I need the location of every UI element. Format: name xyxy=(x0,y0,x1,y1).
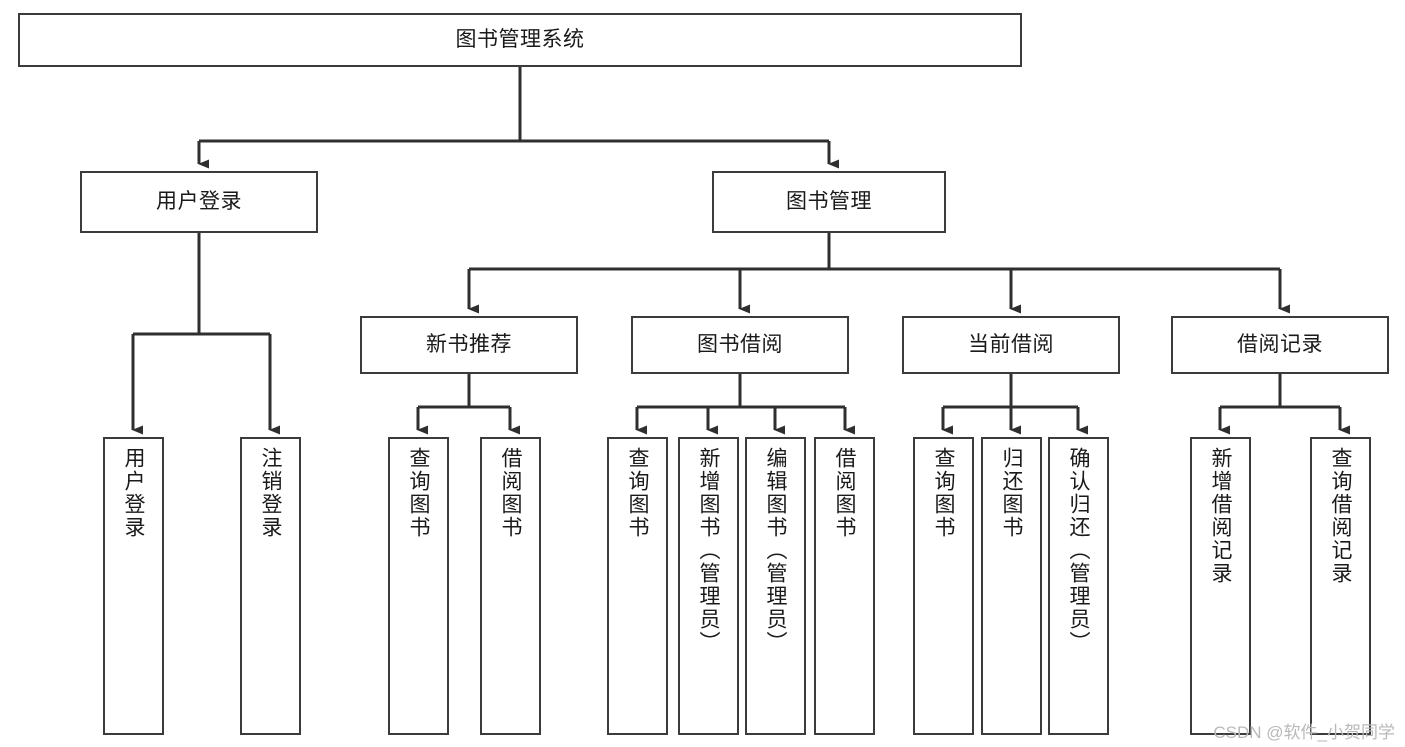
node-leaf-query-book-3-label: 查询图书 xyxy=(932,447,956,539)
node-leaf-add-book[interactable]: 新增图书（管理员） xyxy=(678,437,739,735)
node-book-manage-label: 图书管理 xyxy=(786,189,872,213)
node-leaf-confirm-return[interactable]: 确认归还（管理员） xyxy=(1048,437,1109,735)
node-leaf-query-record[interactable]: 查询借阅记录 xyxy=(1310,437,1371,735)
node-leaf-query-book-1[interactable]: 查询图书 xyxy=(388,437,449,735)
node-leaf-add-record-label: 新增借阅记录 xyxy=(1209,447,1233,585)
node-root-label: 图书管理系统 xyxy=(455,27,585,51)
node-leaf-borrow-book-1[interactable]: 借阅图书 xyxy=(480,437,541,735)
node-leaf-user-logout[interactable]: 注销登录 xyxy=(240,437,301,735)
node-user-login-label: 用户登录 xyxy=(156,189,242,213)
node-book-manage[interactable]: 图书管理 xyxy=(712,171,946,233)
node-leaf-return-book-label: 归还图书 xyxy=(1000,447,1024,539)
node-leaf-user-logout-label: 注销登录 xyxy=(259,447,283,539)
node-leaf-user-login[interactable]: 用户登录 xyxy=(103,437,164,735)
node-leaf-edit-book-label: 编辑图书（管理员） xyxy=(764,447,788,654)
node-borrow-record[interactable]: 借阅记录 xyxy=(1171,316,1389,374)
watermark-text: CSDN @软件_小贺同学 xyxy=(1213,723,1395,742)
node-leaf-query-book-2[interactable]: 查询图书 xyxy=(607,437,668,735)
node-leaf-borrow-book-2[interactable]: 借阅图书 xyxy=(814,437,875,735)
node-new-book-recommend[interactable]: 新书推荐 xyxy=(360,316,578,374)
node-leaf-add-record[interactable]: 新增借阅记录 xyxy=(1190,437,1251,735)
node-leaf-borrow-book-2-label: 借阅图书 xyxy=(833,447,857,539)
node-leaf-return-book[interactable]: 归还图书 xyxy=(981,437,1042,735)
node-root[interactable]: 图书管理系统 xyxy=(18,13,1022,67)
node-leaf-user-login-label: 用户登录 xyxy=(122,447,146,539)
node-leaf-query-book-2-label: 查询图书 xyxy=(626,447,650,539)
node-new-book-recommend-label: 新书推荐 xyxy=(426,332,512,356)
node-current-borrow[interactable]: 当前借阅 xyxy=(902,316,1120,374)
node-leaf-add-book-label: 新增图书（管理员） xyxy=(697,447,721,654)
node-borrow-record-label: 借阅记录 xyxy=(1237,332,1323,356)
node-current-borrow-label: 当前借阅 xyxy=(968,332,1054,356)
node-book-borrow-label: 图书借阅 xyxy=(697,332,783,356)
node-leaf-edit-book[interactable]: 编辑图书（管理员） xyxy=(745,437,806,735)
node-user-login[interactable]: 用户登录 xyxy=(80,171,318,233)
node-leaf-query-book-3[interactable]: 查询图书 xyxy=(913,437,974,735)
node-book-borrow[interactable]: 图书借阅 xyxy=(631,316,849,374)
node-leaf-confirm-return-label: 确认归还（管理员） xyxy=(1067,447,1091,654)
node-leaf-query-record-label: 查询借阅记录 xyxy=(1329,447,1353,585)
node-leaf-borrow-book-1-label: 借阅图书 xyxy=(499,447,523,539)
node-leaf-query-book-1-label: 查询图书 xyxy=(407,447,431,539)
